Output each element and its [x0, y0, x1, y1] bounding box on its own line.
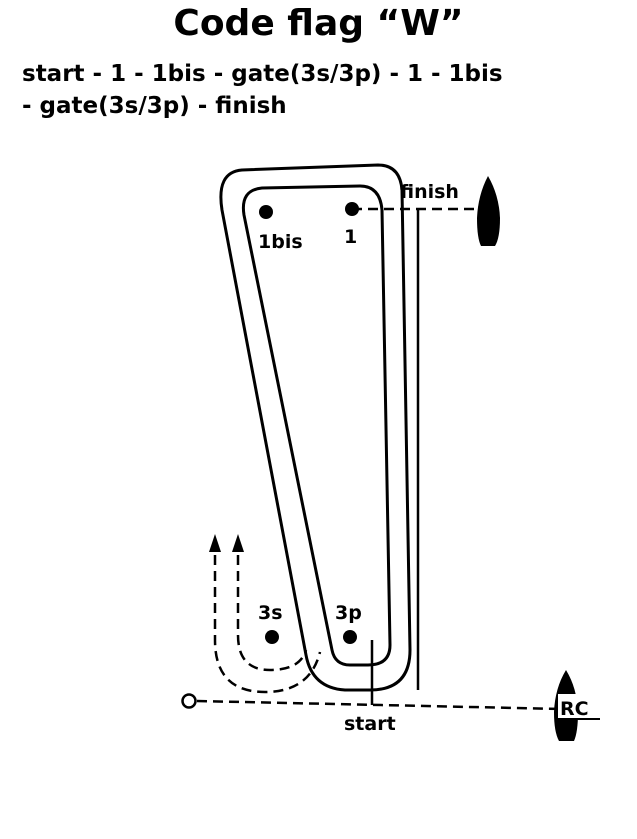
- mark-1bis: [259, 205, 273, 219]
- mark-3p-label: 3p: [335, 602, 362, 624]
- start-pin-mark: [181, 693, 197, 709]
- finish-boat-icon: [477, 176, 500, 246]
- diagram-title: Code flag “W”: [173, 3, 464, 44]
- start-label: start: [344, 713, 396, 735]
- course-sequence-line-2: - gate(3s/3p) - finish: [22, 93, 287, 119]
- gate-rounding-path-outer: [213, 555, 322, 694]
- course-sequence-line-1: start - 1 - 1bis - gate(3s/3p) - 1 - 1bi…: [22, 61, 503, 87]
- course-sequence: start - 1 - 1bis - gate(3s/3p) - 1 - 1bi…: [22, 58, 622, 122]
- mark-3s-label: 3s: [258, 602, 283, 624]
- mark-1-label: 1: [344, 226, 357, 248]
- arrow-up-icon: [232, 534, 244, 552]
- course-track-inner: [241, 184, 392, 667]
- rc-flag-box: [558, 694, 600, 720]
- rc-label: RC: [560, 698, 589, 720]
- mark-3s: [265, 630, 279, 644]
- mark-1: [345, 202, 359, 216]
- gate-rounding-path-inner: [236, 555, 308, 672]
- mark-1bis-label: 1bis: [258, 231, 303, 253]
- mark-3p: [343, 630, 357, 644]
- finish-label: finish: [400, 181, 459, 203]
- start-line: [196, 699, 563, 711]
- arrow-up-icon: [209, 534, 221, 552]
- course-track-outer: [219, 163, 412, 692]
